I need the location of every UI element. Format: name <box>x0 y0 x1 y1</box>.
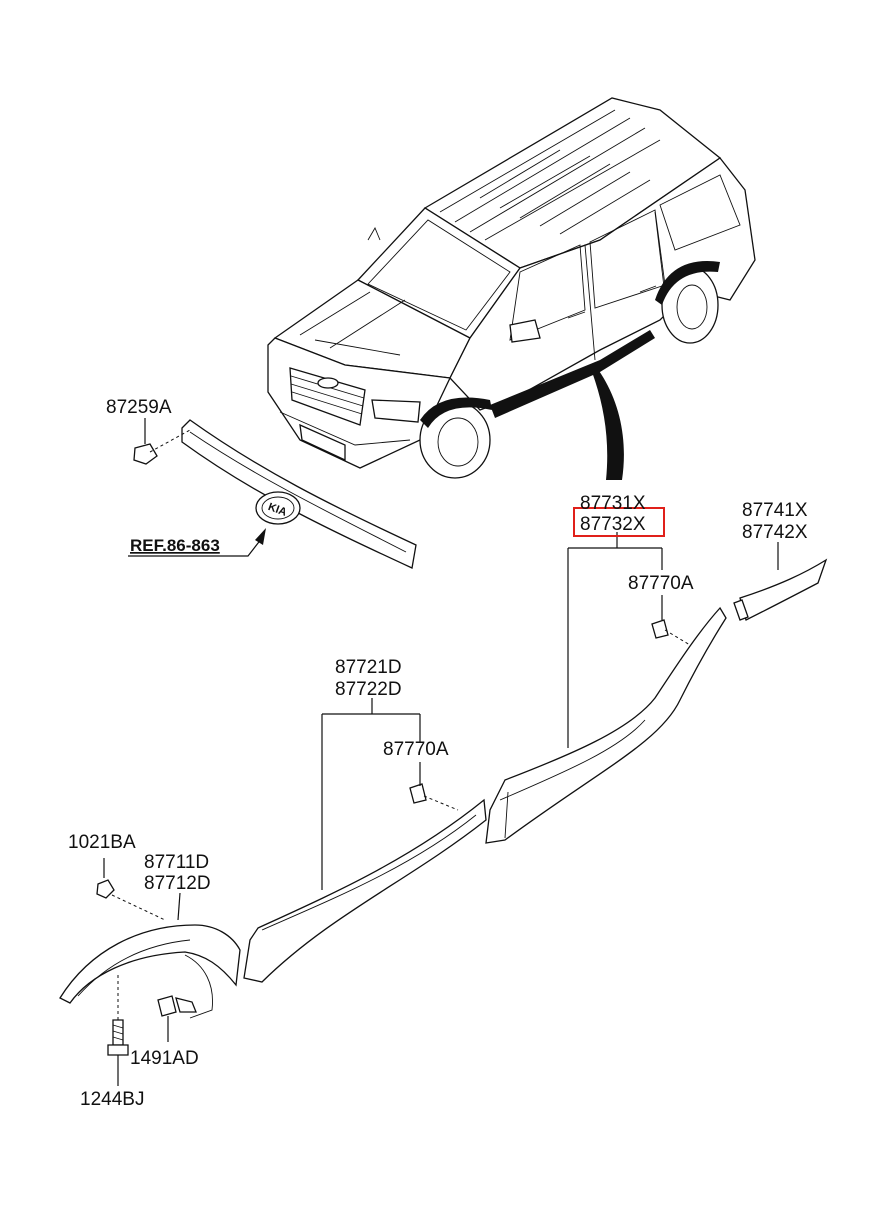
label-87732X: 87732X <box>580 514 646 535</box>
label-1491AD: 1491AD <box>130 1048 199 1069</box>
label-87770A-upper: 87770A <box>628 573 694 594</box>
garnish-assembly: KIA <box>128 418 417 569</box>
label-87770A-lower: 87770A <box>383 739 449 760</box>
vehicle-illustration <box>267 97 756 479</box>
rear-moulding <box>733 542 828 621</box>
highlight-box <box>573 507 665 537</box>
callout-arrow <box>592 368 624 480</box>
label-87742X: 87742X <box>742 522 808 543</box>
label-87712D: 87712D <box>144 873 211 894</box>
label-87259A: 87259A <box>106 397 172 418</box>
label-87731X: 87731X <box>580 493 646 514</box>
front-door-moulding <box>243 698 487 983</box>
label-1021BA: 1021BA <box>68 832 136 853</box>
label-87711D: 87711D <box>144 852 209 873</box>
label-87741X: 87741X <box>742 500 808 521</box>
label-87722D: 87722D <box>335 679 402 700</box>
rear-door-moulding <box>485 532 727 844</box>
label-1244BJ: 1244BJ <box>80 1089 144 1110</box>
front-fender-moulding <box>59 858 241 1086</box>
label-ref-86-863: REF.86-863 <box>130 536 220 555</box>
label-87721D: 87721D <box>335 657 402 678</box>
